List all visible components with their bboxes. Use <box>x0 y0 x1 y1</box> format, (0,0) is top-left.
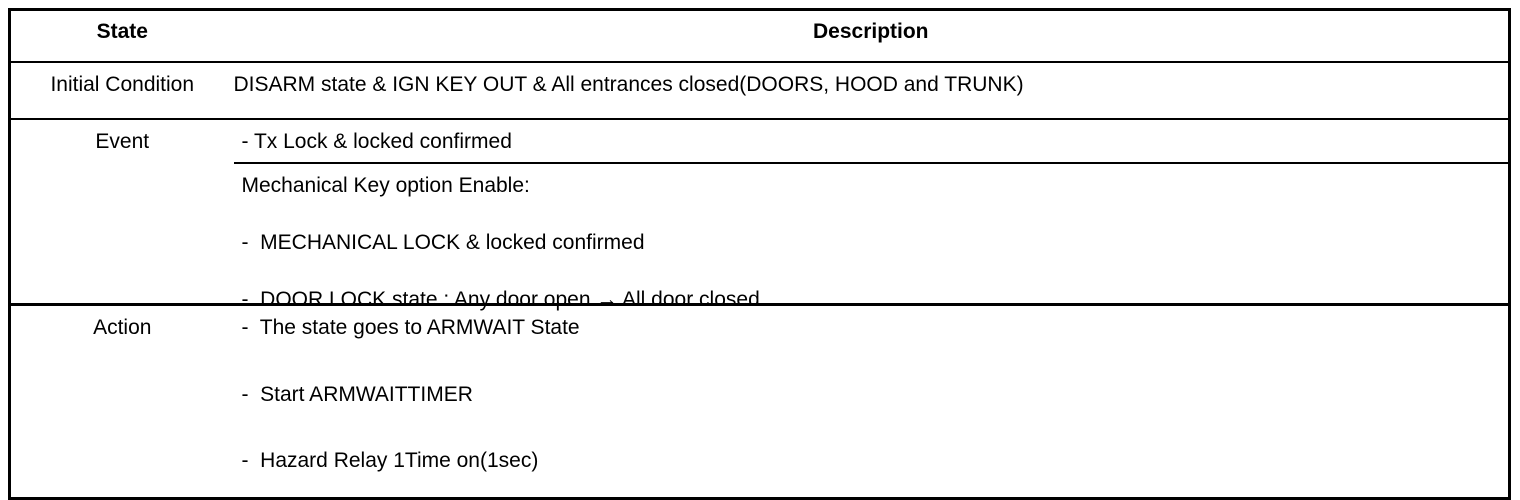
table-row-event: Event - Tx Lock & locked confirmed Mecha… <box>9 119 1510 310</box>
row-description-action: - The state goes to ARMWAIT State - Star… <box>233 304 1510 499</box>
row-label-action: Action <box>9 304 234 499</box>
action-item-1: - The state goes to ARMWAIT State <box>241 316 580 339</box>
action-item-2: - Start ARMWAITTIMER <box>241 383 473 406</box>
row-description-event: - Tx Lock & locked confirmed Mechanical … <box>233 119 1510 310</box>
action-item-3: - Hazard Relay 1Time on(1sec) <box>241 449 539 472</box>
state-description-table: State Description Initial Condition DISA… <box>8 8 1511 500</box>
table-header-row: State Description <box>9 9 1510 63</box>
mechanical-key-item-2: - DOOR LOCK state : Any door open → All … <box>241 288 760 311</box>
mechanical-key-intro: Mechanical Key option Enable: <box>241 174 530 197</box>
table-row-initial-condition: Initial Condition DISARM state & IGN KEY… <box>9 62 1510 120</box>
table-row-action: Action - The state goes to ARMWAIT State… <box>9 304 1510 499</box>
row-label-event: Event <box>9 119 234 306</box>
mechanical-key-item-1: - MECHANICAL LOCK & locked confirmed <box>241 231 645 254</box>
event-description-primary: - Tx Lock & locked confirmed <box>233 120 1508 164</box>
column-header-description: Description <box>233 9 1510 63</box>
column-header-state: State <box>9 9 234 63</box>
row-label-initial-condition: Initial Condition <box>9 62 234 120</box>
row-description-initial-condition: DISARM state & IGN KEY OUT & All entranc… <box>233 62 1510 120</box>
event-description-mechanical-key: Mechanical Key option Enable: - MECHANIC… <box>234 164 1509 310</box>
